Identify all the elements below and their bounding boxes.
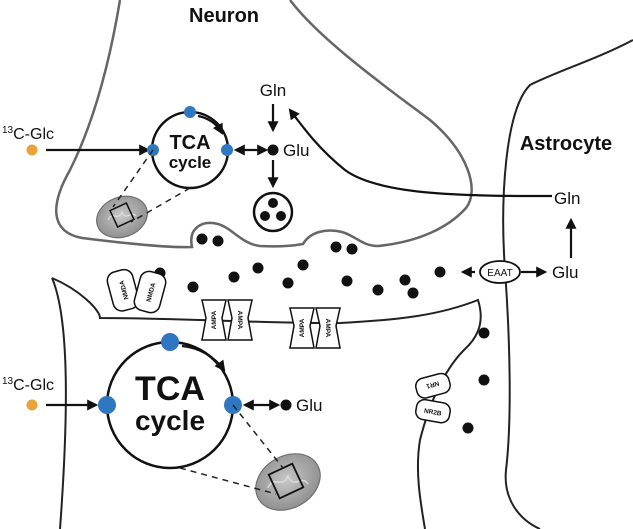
glu-pre-label: Glu [283,141,309,160]
svg-text:NR1: NR1 [425,379,440,389]
glc-top-label: 13C-Glc [2,125,54,143]
cleft-glu-4 [346,243,358,255]
glu-post-label: Glu [296,396,322,415]
cleft-glu-15 [434,266,446,278]
glc-bottom-label: 13C-Glc [2,376,54,394]
svg-text:NMDA: NMDA [119,279,131,300]
neuron-label: Neuron [189,5,259,27]
mito-link-bottom-1 [232,404,284,469]
cleft-glu-12 [372,284,384,296]
svg-text:AMPA: AMPA [211,310,218,329]
tca-bottom-title: TCA [135,370,205,408]
tca-flow-arrow-bottom [181,344,226,372]
cleft-glu-10 [297,259,309,271]
cleft-glutamate [154,233,490,434]
cleft-glu-16 [478,327,490,339]
ampa-receptor-4: AMPA [315,307,341,349]
glucose-molecule-top [26,144,38,156]
astrocyte-label: Astrocyte [520,133,612,155]
mito-link-bottom-2 [179,467,277,495]
nr1-receptor: NR1 [415,372,451,399]
cleft-glu-3 [330,241,342,253]
postsynaptic-neuron-membrane [51,277,482,529]
cleft-glu-11 [341,275,353,287]
cleft-glu-7 [228,271,240,283]
cleft-glu-2 [212,235,224,247]
tca-node-top-3 [221,144,233,156]
gln-astro-label: Gln [554,189,580,208]
ampa-receptor-1: AMPA [201,299,227,341]
svg-text:AMPA: AMPA [236,311,243,330]
svg-text:AMPA: AMPA [324,319,331,338]
cleft-glu-18 [462,422,474,434]
cleft-glu-17 [478,374,490,386]
nmda-receptor-2: NMDA [133,270,167,314]
eaat-label: EAAT [487,268,512,279]
synaptic-vesicle [252,191,294,233]
ampa-receptor-3: AMPA [289,307,315,349]
ampa-receptor-2: AMPA [227,299,253,341]
eaat-transporter [479,260,521,284]
nr2b-receptor: NR2B [415,398,451,424]
presynaptic-terminal-membrane [55,0,473,249]
tca-top-title: TCA [169,132,210,154]
mitochondrion-top [96,195,148,239]
gln-pre-label: Gln [260,81,286,100]
vesicle-glutamate-1 [268,198,278,208]
cleft-glu-6 [187,281,199,293]
glu-astro-label: Glu [552,263,578,282]
tca-node-top-1 [184,106,196,118]
vesicle-glutamate-2 [260,211,270,221]
glutamate-molecule-pre [267,144,279,156]
cleft-glu-1 [196,233,208,245]
cleft-glu-14 [407,287,419,299]
cleft-glu-8 [252,262,264,274]
glutamate-molecule-post [280,399,292,411]
cleft-glu-9 [282,277,294,289]
postsynaptic-neuron-left-edge [51,277,67,529]
svg-text:NMDA: NMDA [146,282,158,303]
astrocyte-membrane [502,39,633,529]
svg-text:NR2B: NR2B [423,408,442,418]
tca-node-bottom-2 [98,396,116,414]
tca-node-bottom-1 [161,333,179,351]
gln-shuttle-arrow [288,108,553,198]
mito-link-top-2 [130,187,191,223]
vesicle-glutamate-3 [276,211,286,221]
tca-bottom-subtitle: cycle [135,405,205,436]
nmda-receptor-1: NMDA [106,268,140,312]
svg-text:AMPA: AMPA [299,318,306,337]
mito-link-top-1 [112,149,154,208]
tca-top-subtitle: cycle [169,153,212,172]
glucose-molecule-bottom [26,399,38,411]
tca-flow-arrow-top [197,114,224,135]
mitochondrion-bottom [255,453,321,511]
cleft-glu-13 [399,274,411,286]
